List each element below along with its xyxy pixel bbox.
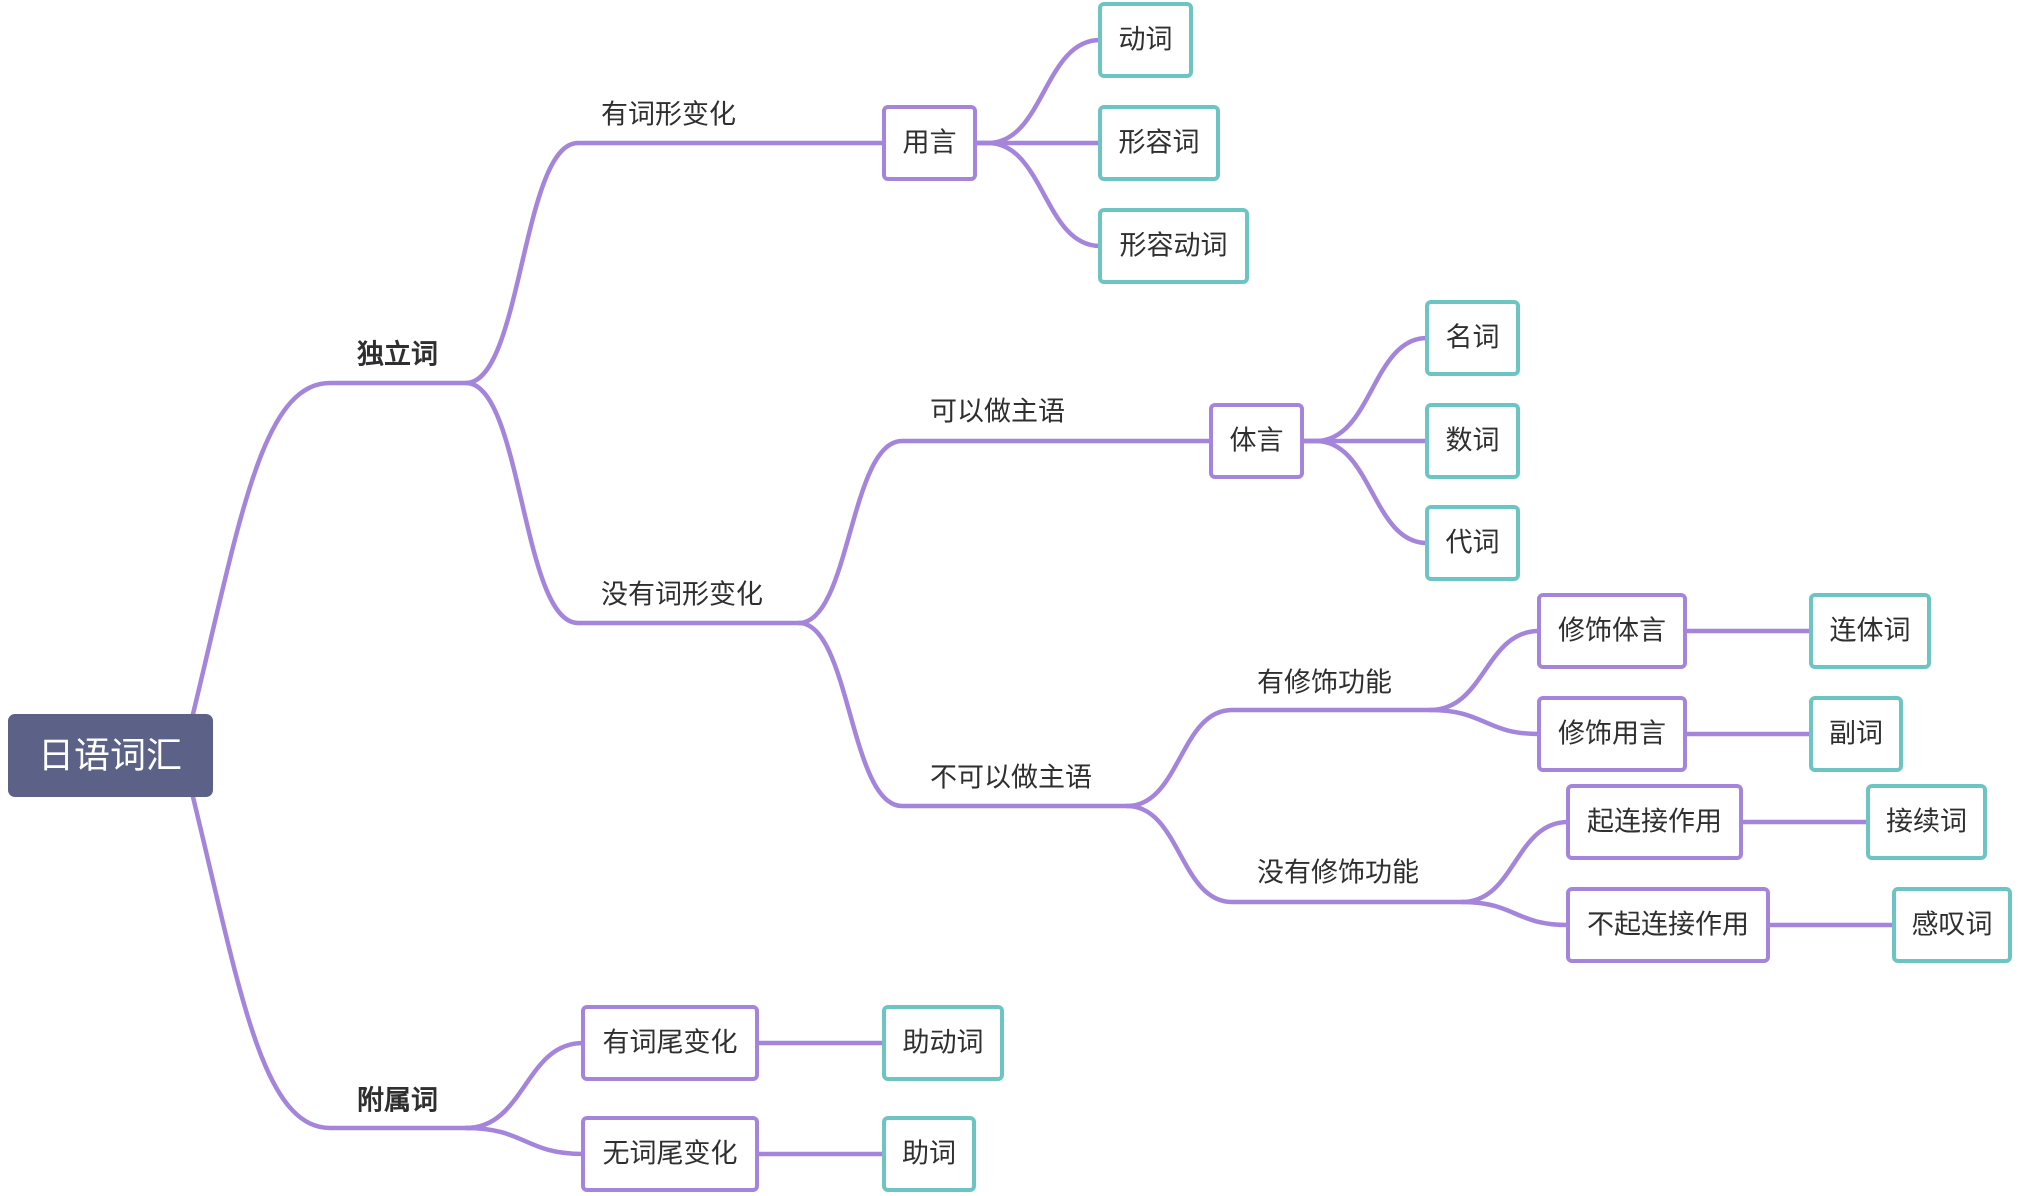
node-dependent-item-label: 有词尾变化 — [603, 1028, 738, 1059]
root-node-label: 日语词汇 — [38, 736, 182, 777]
leaf-node-box — [1809, 593, 1931, 669]
leaf-node: 副词 — [1809, 696, 1903, 772]
leaf-node-label: 名词 — [1446, 323, 1500, 354]
root-node: 日语词汇 — [8, 714, 213, 797]
subject-label: 可以做主语 — [930, 397, 1065, 428]
leaf-node-box — [1098, 208, 1249, 284]
leaf-node: 助动词 — [882, 1005, 1004, 1081]
leaf-node-label: 副词 — [1829, 719, 1883, 750]
leaf-node-label: 助词 — [902, 1139, 956, 1170]
node-modifying-item: 修饰体言 — [1537, 593, 1687, 669]
leaf-node: 名词 — [1425, 300, 1520, 376]
uninflected-label: 没有词形变化 — [601, 580, 763, 611]
leaf-node: 连体词 — [1809, 593, 1931, 669]
connector-uninflected-to-subject — [796, 438, 1214, 626]
connector-independent-to-inflected — [463, 140, 887, 386]
node-yongyan: 用言 — [882, 105, 977, 181]
leaf-node-box — [1098, 105, 1220, 181]
node-dependent-item: 有词尾变化 — [581, 1005, 759, 1081]
connector-non-modifying-to-item-1 — [1459, 819, 1571, 905]
inflected-label: 有词形变化 — [601, 100, 736, 131]
connector-dependent-to-item-2 — [463, 1125, 586, 1157]
node-dependent-item: 无词尾变化 — [581, 1116, 759, 1192]
leaf-node-box — [1892, 887, 2012, 963]
leaf-node-label: 数词 — [1446, 426, 1500, 457]
node-yongyan-box — [882, 105, 977, 181]
leaf-node-label: 形容动词 — [1120, 231, 1228, 262]
node-modifying-item-box — [1537, 696, 1687, 772]
connectors — [190, 37, 1897, 1157]
connector-root-to-independent — [190, 380, 473, 717]
leaf-node-label: 代词 — [1446, 528, 1500, 559]
connector-non-subject-to-non-modifying — [1124, 803, 1465, 905]
leaf-node: 感叹词 — [1892, 887, 2012, 963]
leaf-node: 形容动词 — [1098, 208, 1249, 284]
connector-independent-to-uninflected — [463, 380, 802, 626]
leaf-node: 形容词 — [1098, 105, 1220, 181]
node-modifying-item-box — [1537, 593, 1687, 669]
node-modifying-item-label: 修饰用言 — [1558, 719, 1666, 750]
connector-non-modifying-to-item-2 — [1459, 899, 1571, 928]
leaf-node-box — [1425, 505, 1520, 581]
leaf-node-box — [1866, 784, 1987, 860]
node-tiyan-box — [1209, 403, 1304, 479]
leaf-node-label: 连体词 — [1830, 616, 1911, 647]
leaf-node-box — [1809, 696, 1903, 772]
node-modifying-item: 修饰用言 — [1537, 696, 1687, 772]
node-non-modifying-item-box — [1566, 784, 1743, 860]
node-tiyan: 体言 — [1209, 403, 1304, 479]
connector-root-to-dependent — [190, 794, 473, 1131]
connector-modifying-to-item-2 — [1427, 707, 1542, 737]
connector-non-subject-to-modifying — [1124, 707, 1433, 809]
leaf-node-box — [882, 1005, 1004, 1081]
node-non-modifying-item-label: 起连接作用 — [1587, 807, 1722, 838]
leaf-node-label: 接续词 — [1886, 807, 1967, 838]
leaf-node-box — [1098, 2, 1193, 78]
connector-yongyan-to-leaf-1 — [972, 37, 1103, 146]
node-modifying-item-label: 修饰体言 — [1558, 616, 1666, 647]
connector-dependent-to-item-1 — [463, 1040, 586, 1131]
node-non-modifying-item-box — [1566, 887, 1770, 963]
leaf-node: 助词 — [882, 1116, 976, 1192]
node-dependent-item-label: 无词尾变化 — [603, 1139, 738, 1170]
leaf-node-box — [882, 1116, 976, 1192]
leaf-node: 接续词 — [1866, 784, 1987, 860]
leaf-node-label: 形容词 — [1119, 128, 1200, 159]
independent-label: 独立词 — [357, 339, 438, 371]
leaf-node-label: 感叹词 — [1912, 910, 1993, 941]
node-non-modifying-item: 起连接作用 — [1566, 784, 1743, 860]
leaf-node-label: 助动词 — [903, 1028, 984, 1059]
connector-yongyan-to-leaf-3 — [972, 140, 1103, 249]
leaf-node: 动词 — [1098, 2, 1193, 78]
modifying-label: 有修饰功能 — [1257, 668, 1392, 699]
connector-tiyan-to-leaf-1 — [1299, 335, 1430, 444]
connector-modifying-to-item-1 — [1427, 628, 1542, 713]
leaf-node-label: 动词 — [1119, 25, 1173, 56]
node-dependent-item-box — [581, 1116, 759, 1192]
node-yongyan-label: 用言 — [903, 128, 957, 159]
leaf-node-box — [1425, 300, 1520, 376]
connector-tiyan-to-leaf-3 — [1299, 438, 1430, 546]
dependent-label: 附属词 — [357, 1086, 438, 1117]
leaf-node: 数词 — [1425, 403, 1520, 479]
connector-uninflected-to-non-subject — [796, 620, 1130, 809]
node-non-modifying-item-label: 不起连接作用 — [1587, 910, 1749, 941]
node-tiyan-label: 体言 — [1230, 426, 1284, 457]
non-modifying-label: 没有修饰功能 — [1257, 858, 1419, 889]
leaf-node: 代词 — [1425, 505, 1520, 581]
root-node-box — [8, 714, 213, 797]
node-dependent-item-box — [581, 1005, 759, 1081]
non-subject-label: 不可以做主语 — [930, 763, 1092, 794]
node-non-modifying-item: 不起连接作用 — [1566, 887, 1770, 963]
leaf-node-box — [1425, 403, 1520, 479]
